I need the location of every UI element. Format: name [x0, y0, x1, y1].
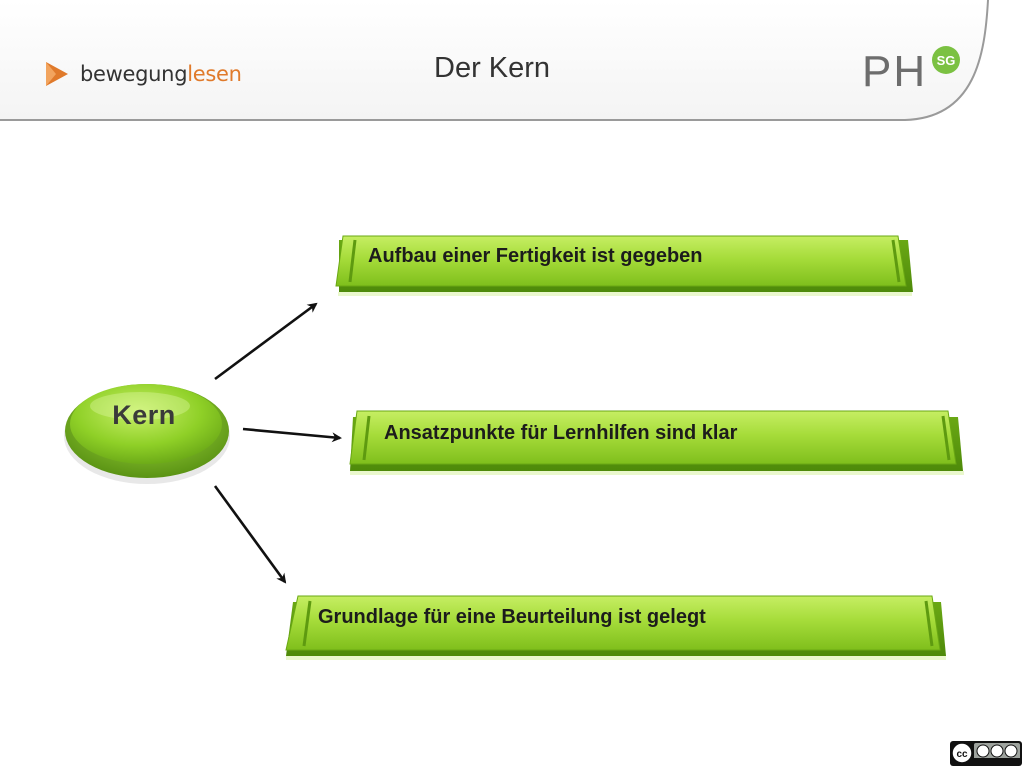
kern-button [64, 384, 230, 484]
box-lernhilfen [349, 410, 964, 475]
play-arrow-icon [46, 62, 68, 86]
logo-text: bewegunglesen [80, 62, 242, 86]
box-lernhilfen-label-wrap: Ansatzpunkte für Lernhilfen sind klar [384, 418, 737, 448]
sg-badge-text: SG [937, 53, 956, 68]
box-beurteilung-label: Grundlage für eine Beurteilung ist geleg… [318, 605, 706, 628]
svg-text:cc: cc [956, 749, 968, 760]
logo-text-part2: lesen [187, 62, 242, 86]
cc-license-badge: cc [950, 741, 1022, 766]
bewegunglesen-logo: bewegunglesen [44, 60, 242, 88]
box-beurteilung-label-wrap: Grundlage für eine Beurteilung ist geleg… [318, 602, 706, 632]
sg-badge-circle [932, 46, 960, 74]
arrow-to-fertigkeit [214, 302, 318, 381]
ph-sg-logo: PH SG [862, 46, 960, 94]
logo-text-part1: bewegung [80, 62, 188, 86]
arrow-to-lernhilfen [242, 427, 342, 443]
header-background [0, 0, 989, 121]
box-fertigkeit-label: Aufbau einer Fertigkeit ist gegeben [368, 244, 703, 267]
page-title: Der Kern [434, 52, 551, 84]
ph-logo-letters: PH [862, 47, 927, 94]
arrow-to-beurteilung [213, 485, 287, 584]
box-fertigkeit [335, 235, 913, 296]
cc-license-icon: cc [951, 742, 1020, 764]
kern-label: Kern [112, 400, 176, 430]
header: bewegunglesen Der Kern PH SG [0, 0, 1024, 130]
box-fertigkeit-label-wrap: Aufbau einer Fertigkeit ist gegeben [368, 241, 703, 271]
box-beurteilung [285, 595, 946, 660]
box-lernhilfen-label: Ansatzpunkte für Lernhilfen sind klar [384, 421, 738, 444]
